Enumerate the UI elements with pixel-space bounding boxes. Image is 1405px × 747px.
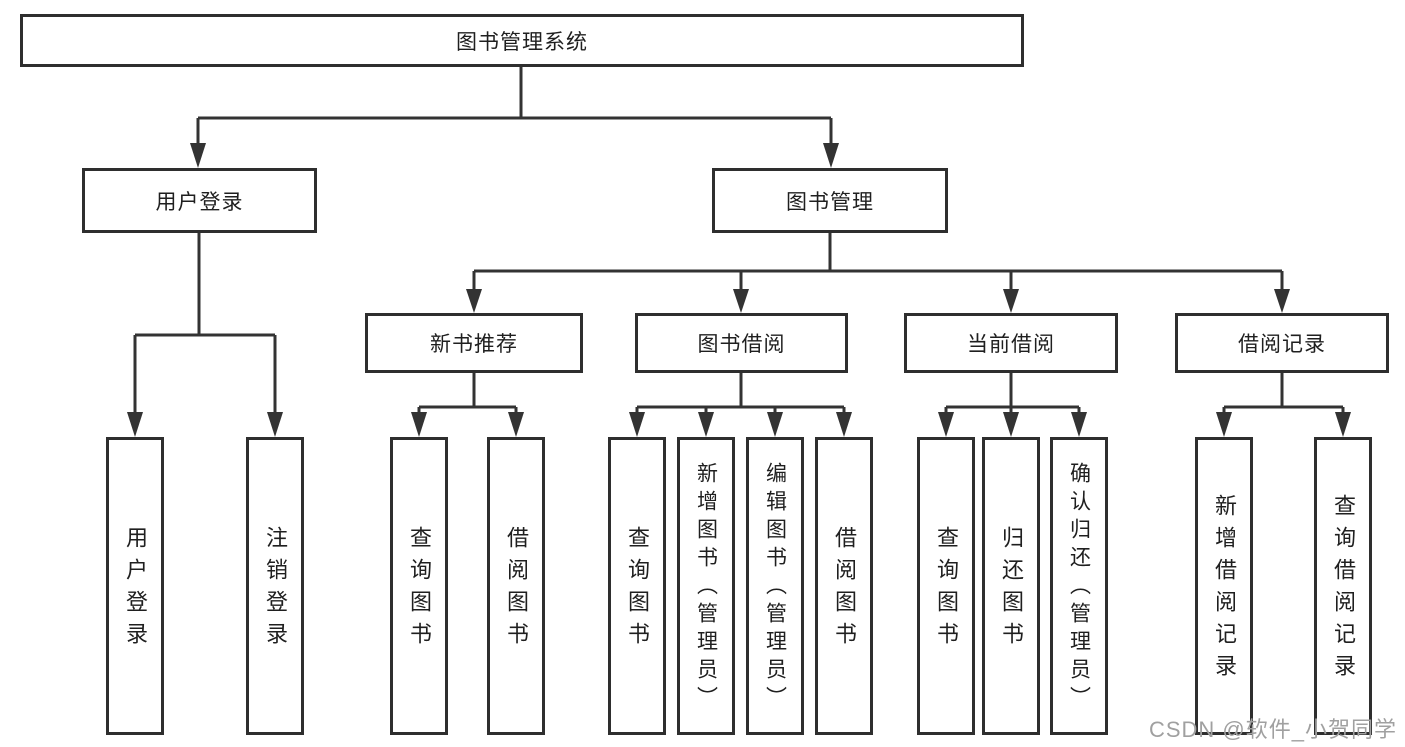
leaf-add-book-admin: 新增图书（管理员）	[677, 437, 735, 735]
edge-arrowheads	[127, 143, 1351, 437]
csdn-watermark: CSDN @软件_小贺同学	[1148, 717, 1397, 742]
leaf-query-borrow-record: 查询借阅记录	[1314, 437, 1372, 735]
node-book-borrowing: 图书借阅	[635, 313, 848, 373]
node-new-book-recommendation: 新书推荐	[365, 313, 583, 373]
node-library-management-system: 图书管理系统	[20, 14, 1024, 67]
leaf-confirm-return-admin: 确认归还（管理员）	[1050, 437, 1108, 735]
leaf-return-books: 归还图书	[982, 437, 1040, 735]
leaf-user-login: 用户登录	[106, 437, 164, 735]
leaf-edit-book-admin: 编辑图书（管理员）	[746, 437, 804, 735]
leaf-add-borrow-record: 新增借阅记录	[1195, 437, 1253, 735]
leaf-borrow-books-borrowing: 借阅图书	[815, 437, 873, 735]
node-user-login: 用户登录	[82, 168, 317, 233]
leaf-query-books-recommend: 查询图书	[390, 437, 448, 735]
leaf-borrow-books-recommend: 借阅图书	[487, 437, 545, 735]
node-borrowing-records: 借阅记录	[1175, 313, 1389, 373]
leaf-query-books-current: 查询图书	[917, 437, 975, 735]
node-current-borrowing: 当前借阅	[904, 313, 1118, 373]
node-book-management: 图书管理	[712, 168, 948, 233]
leaf-logout: 注销登录	[246, 437, 304, 735]
leaf-query-books-borrowing: 查询图书	[608, 437, 666, 735]
